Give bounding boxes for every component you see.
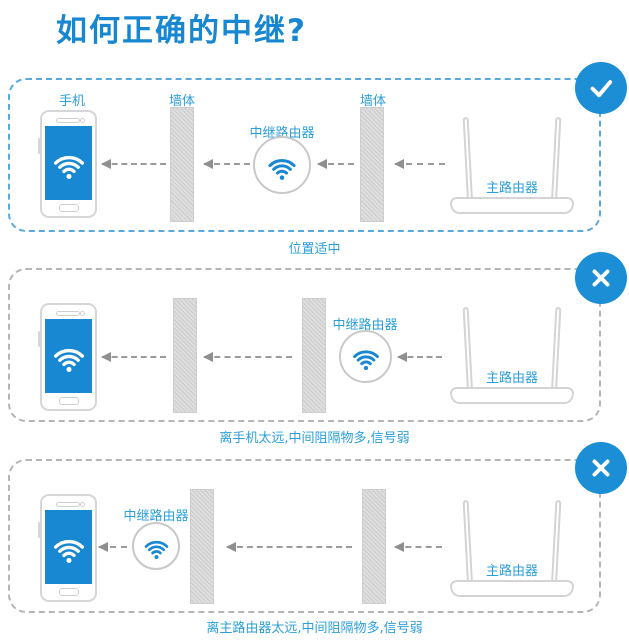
wifi-icon — [268, 158, 296, 180]
phone-home-button — [58, 397, 79, 405]
router-base — [450, 387, 574, 404]
signal-arrow — [203, 352, 292, 362]
wifi-icon — [352, 350, 379, 371]
cross-icon — [592, 459, 610, 477]
router-base — [450, 580, 574, 597]
phone-speaker — [56, 118, 80, 123]
phone-camera — [80, 118, 85, 123]
main-router: 主路由器 — [450, 499, 574, 597]
phone — [38, 303, 97, 411]
panel-caption: 位置适中 — [288, 242, 341, 257]
cross-icon — [592, 269, 610, 287]
panel-correct-placement: 手机 墙体 中继路由器 — [8, 78, 601, 232]
phone-camera — [80, 311, 85, 316]
wifi-icon — [53, 348, 84, 372]
wall — [362, 489, 386, 604]
signal-arrow — [317, 159, 354, 169]
relay-router — [132, 522, 180, 570]
wall — [360, 107, 384, 222]
signal-arrow — [397, 352, 442, 362]
result-badge-incorrect — [575, 252, 627, 304]
relay-router — [253, 136, 311, 194]
wall — [170, 107, 194, 222]
result-badge-correct — [575, 62, 627, 114]
phone-side-button — [38, 331, 40, 347]
signal-arrow — [98, 542, 127, 552]
relay-router-label: 中继路由器 — [123, 509, 189, 524]
wall — [302, 298, 326, 413]
signal-arrow — [226, 542, 352, 552]
wall-label: 墙体 — [359, 94, 386, 109]
result-badge-incorrect — [575, 442, 627, 494]
check-icon — [590, 80, 613, 98]
phone-screen — [45, 510, 92, 584]
wall-label: 墙体 — [168, 94, 195, 109]
wall — [190, 489, 214, 604]
relay-router-label: 中继路由器 — [332, 318, 398, 333]
panel-too-far-from-phone: 中继路由器 主路由器 — [8, 268, 601, 422]
panel-caption: 离手机太远,中间阻隔物多,信号弱 — [219, 431, 410, 446]
main-router: 主路由器 — [450, 306, 574, 404]
phone-side-button — [38, 522, 40, 538]
page-title: 如何正确的中继? — [56, 13, 307, 49]
phone-home-button — [58, 204, 79, 212]
wifi-icon — [53, 539, 84, 563]
phone-speaker — [56, 311, 80, 316]
phone-side-button — [38, 138, 40, 154]
signal-arrow — [394, 542, 442, 552]
main-router-label: 主路由器 — [485, 371, 538, 386]
phone — [38, 494, 97, 602]
main-router: 主路由器 — [450, 116, 574, 214]
phone-label: 手机 — [58, 94, 85, 109]
relay-router — [339, 330, 392, 383]
signal-arrow — [203, 159, 250, 169]
main-router-label: 主路由器 — [485, 181, 538, 196]
phone-home-button — [58, 588, 79, 596]
panel-caption: 离主路由器太远,中间阻隔物多,信号弱 — [206, 621, 423, 636]
wifi-icon — [144, 540, 168, 559]
wifi-icon — [53, 155, 84, 179]
main-router-label: 主路由器 — [485, 564, 538, 579]
phone-screen — [45, 319, 92, 393]
signal-arrow — [101, 352, 166, 362]
router-base — [450, 197, 574, 214]
signal-arrow — [101, 159, 166, 169]
phone — [38, 110, 97, 218]
signal-arrow — [394, 159, 445, 169]
phone-speaker — [56, 502, 80, 507]
phone-screen — [45, 126, 92, 200]
panel-too-far-from-router: 中继路由器 主路由器 — [8, 459, 601, 613]
relay-router-label: 中继路由器 — [249, 126, 315, 141]
phone-camera — [80, 502, 85, 507]
wall — [173, 298, 197, 413]
